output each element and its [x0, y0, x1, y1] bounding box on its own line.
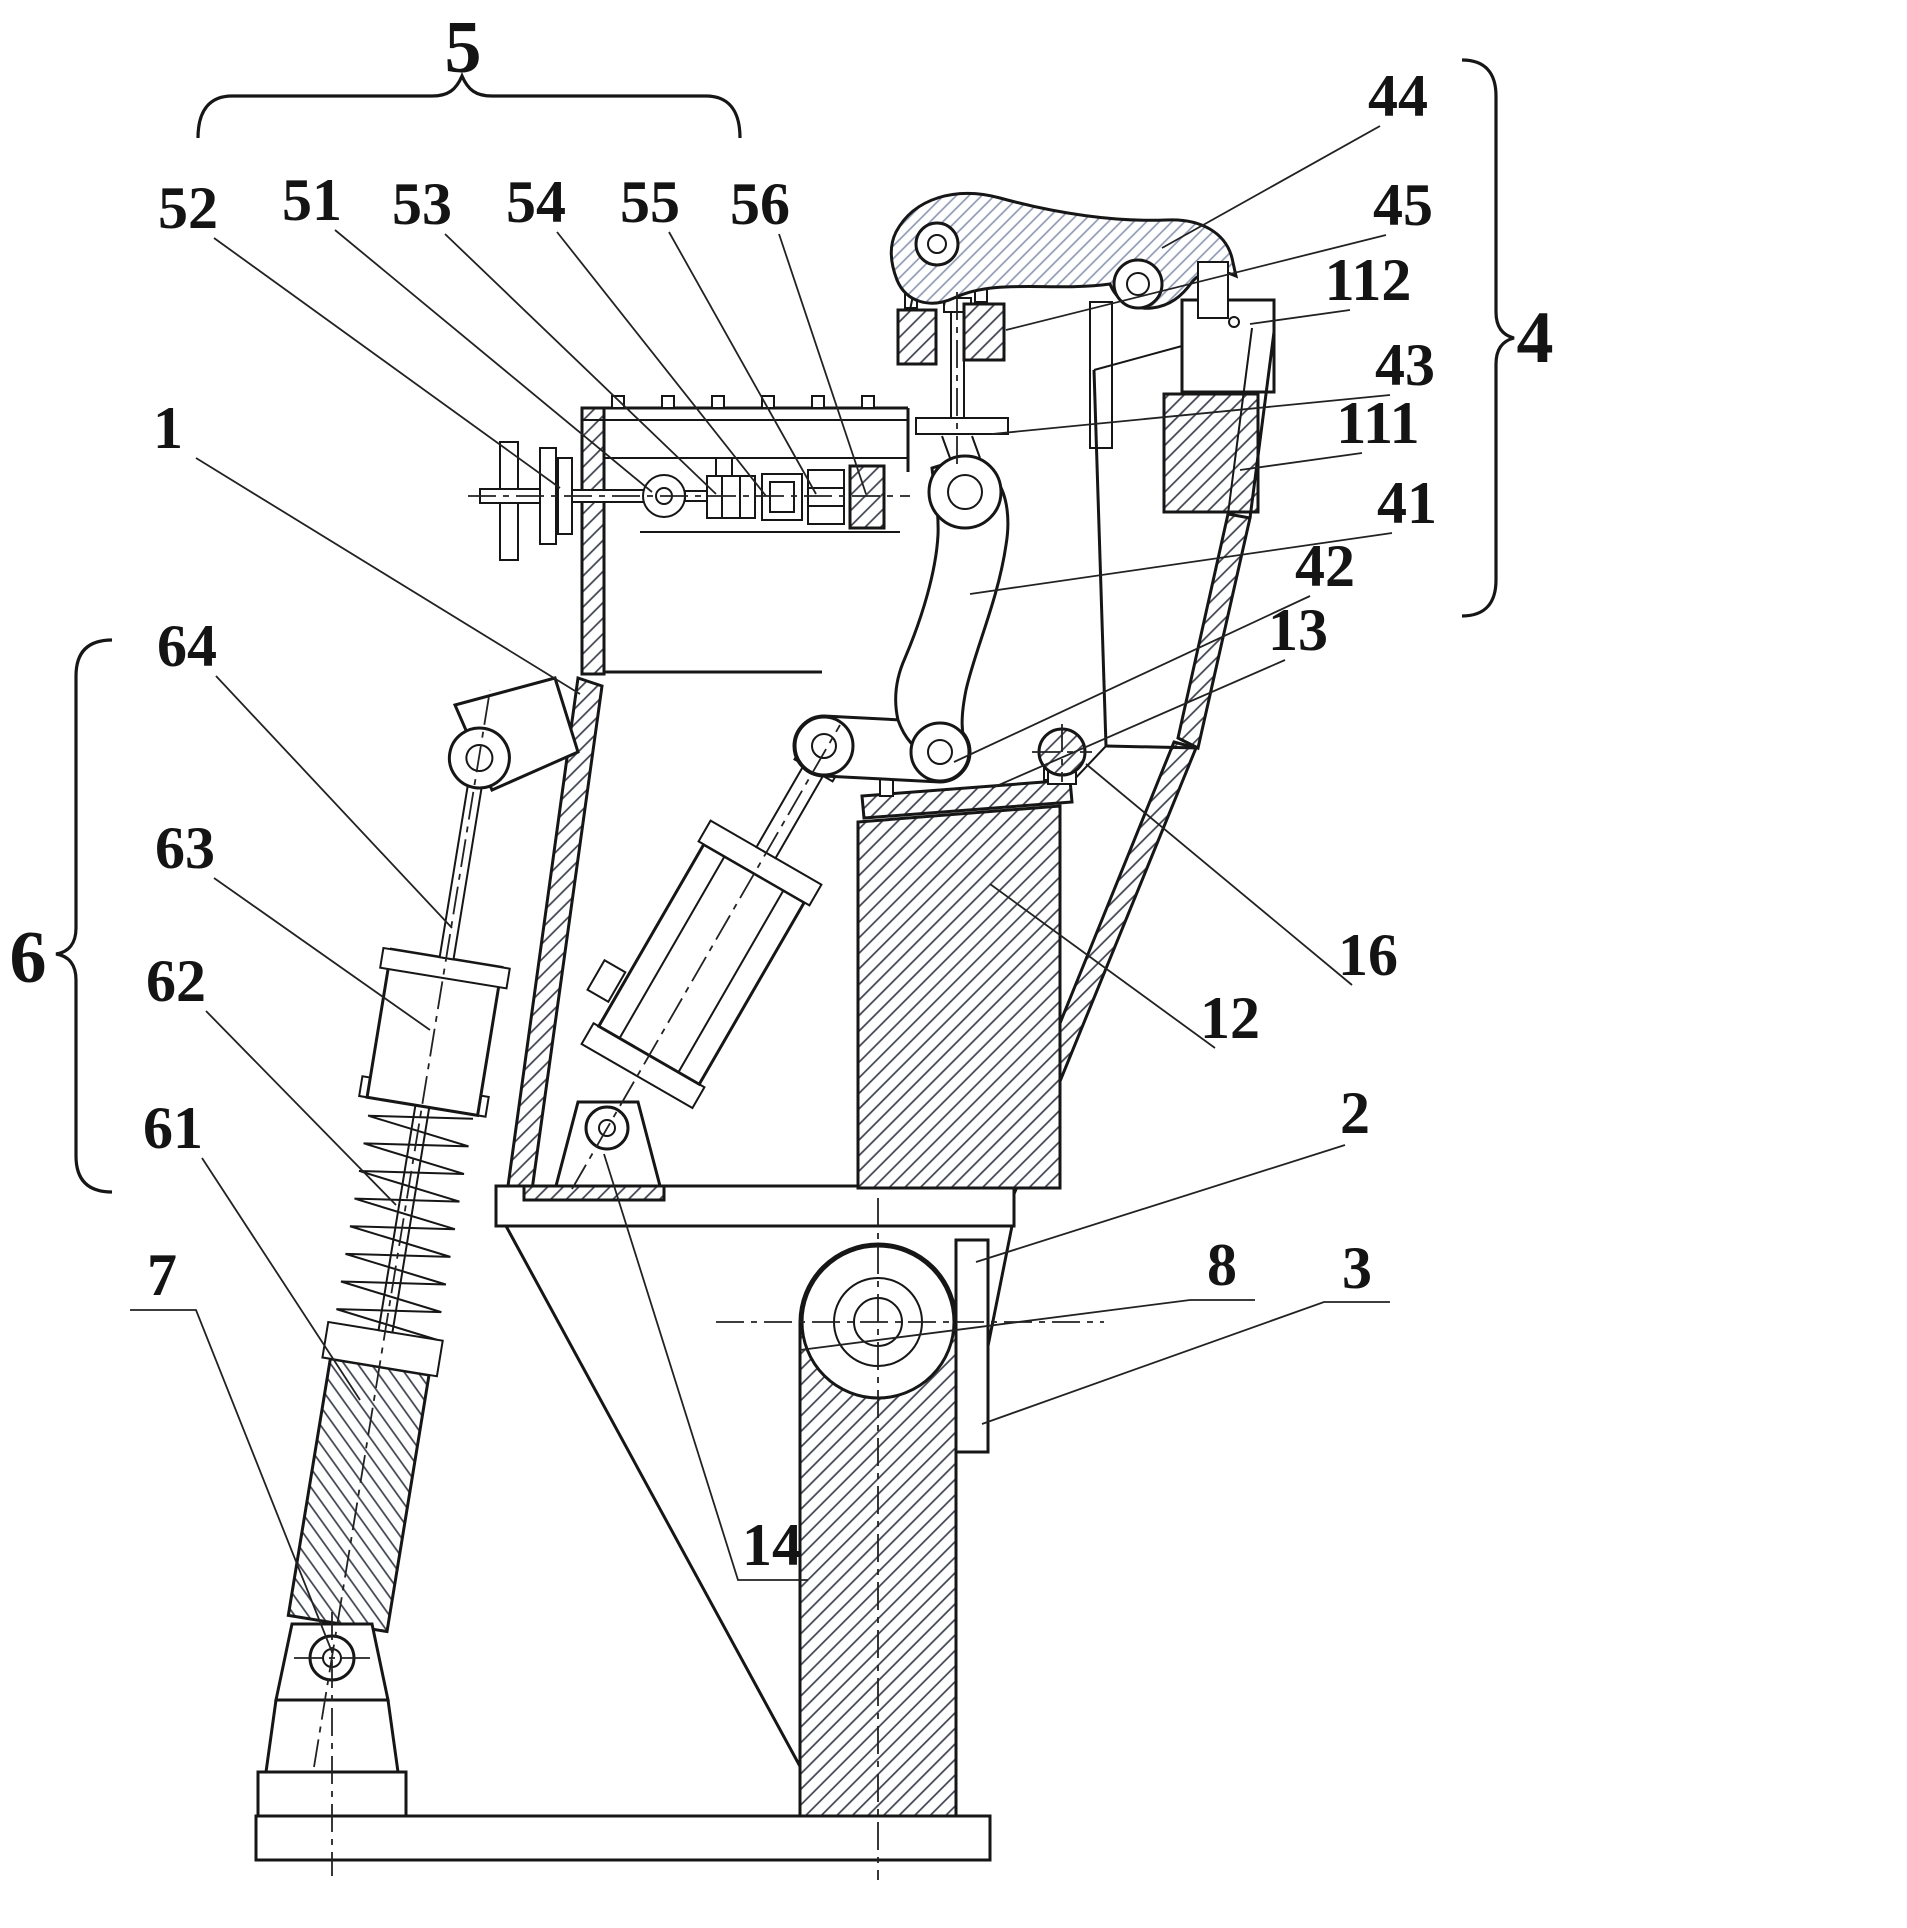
- frame-lower-left-edge: [504, 1225, 804, 1771]
- label-111: 111: [1336, 390, 1419, 456]
- label-56: 56: [730, 171, 790, 237]
- leader-45: [1005, 234, 1387, 331]
- plate-13: [860, 778, 1074, 820]
- spring-damper: [256, 676, 580, 1818]
- block-55: [807, 469, 845, 525]
- claw-hook: [1197, 261, 1229, 319]
- cylinder-port: [586, 958, 627, 1004]
- group-braces: [55, 58, 1515, 1194]
- gripper-block-45b: [962, 302, 1006, 362]
- brace-group-5: [196, 71, 742, 139]
- label-41: 41: [1377, 470, 1437, 536]
- leader-51: [334, 229, 653, 493]
- label-45: 45: [1373, 172, 1433, 238]
- label-14: 14: [742, 1512, 802, 1578]
- label-64: 64: [157, 613, 217, 679]
- leader-lines: [130, 125, 1393, 1653]
- block-12: [856, 804, 1062, 1190]
- actuator-train: [479, 441, 886, 561]
- gripper-block-45: [896, 308, 938, 366]
- leader-53: [444, 233, 717, 495]
- label-13: 13: [1268, 597, 1328, 663]
- block-53: [706, 475, 756, 519]
- label-52: 52: [158, 175, 218, 241]
- leader-16: [1085, 763, 1353, 986]
- leader-43: [991, 394, 1391, 435]
- leader-62: [205, 1010, 397, 1206]
- base-plate: [254, 1814, 992, 1862]
- housing-bolt: [861, 395, 875, 409]
- label-54: 54: [506, 169, 566, 235]
- block-56: [848, 464, 886, 530]
- label-6: 6: [10, 917, 47, 999]
- label-62: 62: [146, 948, 206, 1014]
- label-112: 112: [1325, 247, 1412, 313]
- leader-1: [195, 457, 581, 695]
- vessel-right-band: [1176, 512, 1252, 751]
- leader-112: [1249, 309, 1351, 325]
- reference-labels: 5 52 51 53 54 55 56 44 45 112 43 111 41 …: [10, 7, 1554, 1578]
- housing-left-wall: [580, 406, 606, 676]
- label-51: 51: [282, 167, 342, 233]
- right-vessel: [1067, 298, 1276, 787]
- label-44: 44: [1368, 63, 1428, 129]
- leader-41: [969, 532, 1393, 595]
- inner-block: [856, 727, 1087, 1190]
- actuator-housing: [580, 395, 910, 676]
- leader-63: [213, 877, 431, 1031]
- label-53: 53: [392, 171, 452, 237]
- label-5: 5: [445, 7, 482, 89]
- leader-61: [201, 1157, 361, 1401]
- label-2: 2: [1340, 1080, 1370, 1146]
- label-43: 43: [1375, 332, 1435, 398]
- clevis-pad: [522, 1184, 666, 1202]
- leader-64: [215, 675, 453, 929]
- spring-coil: [336, 1114, 474, 1341]
- leader-12: [989, 883, 1216, 1049]
- brace-group-6: [55, 638, 113, 1194]
- bearing-side-plate: [954, 1238, 990, 1454]
- leader-2: [975, 1144, 1346, 1263]
- label-3: 3: [1342, 1235, 1372, 1301]
- label-4: 4: [1517, 297, 1554, 379]
- label-55: 55: [620, 169, 680, 235]
- leader-52: [213, 237, 561, 489]
- leader-8: [799, 1299, 1255, 1351]
- label-1: 1: [153, 395, 183, 461]
- housing-bolt: [811, 395, 825, 409]
- housing-bolt: [711, 395, 725, 409]
- claw: [889, 191, 1239, 319]
- part-111-block: [1162, 392, 1260, 514]
- gripper-plate: [915, 417, 1009, 435]
- leader-44: [1161, 125, 1381, 249]
- label-63: 63: [155, 815, 215, 881]
- housing-bolt: [661, 395, 675, 409]
- label-61: 61: [143, 1095, 203, 1161]
- leader-54: [556, 231, 767, 497]
- leader-42: [953, 595, 1311, 763]
- piston-rod-64: [438, 776, 485, 961]
- leader-7: [130, 1309, 333, 1653]
- main-frame: [494, 676, 1199, 1771]
- part-112-pin: [1228, 316, 1240, 328]
- leader-111: [1239, 452, 1363, 471]
- label-42: 42: [1295, 533, 1355, 599]
- leader-55: [668, 231, 817, 495]
- brace-group-4: [1461, 58, 1515, 618]
- label-12: 12: [1200, 985, 1260, 1051]
- label-8: 8: [1207, 1232, 1237, 1298]
- leader-13: [991, 659, 1286, 789]
- leader-56: [778, 233, 867, 495]
- leader-14: [603, 1153, 808, 1581]
- housing-bolt: [611, 395, 625, 409]
- label-16: 16: [1338, 922, 1398, 988]
- linkage: [792, 454, 1010, 784]
- label-7: 7: [147, 1242, 177, 1308]
- leader-3: [981, 1301, 1390, 1425]
- centerlines: [294, 292, 1104, 1880]
